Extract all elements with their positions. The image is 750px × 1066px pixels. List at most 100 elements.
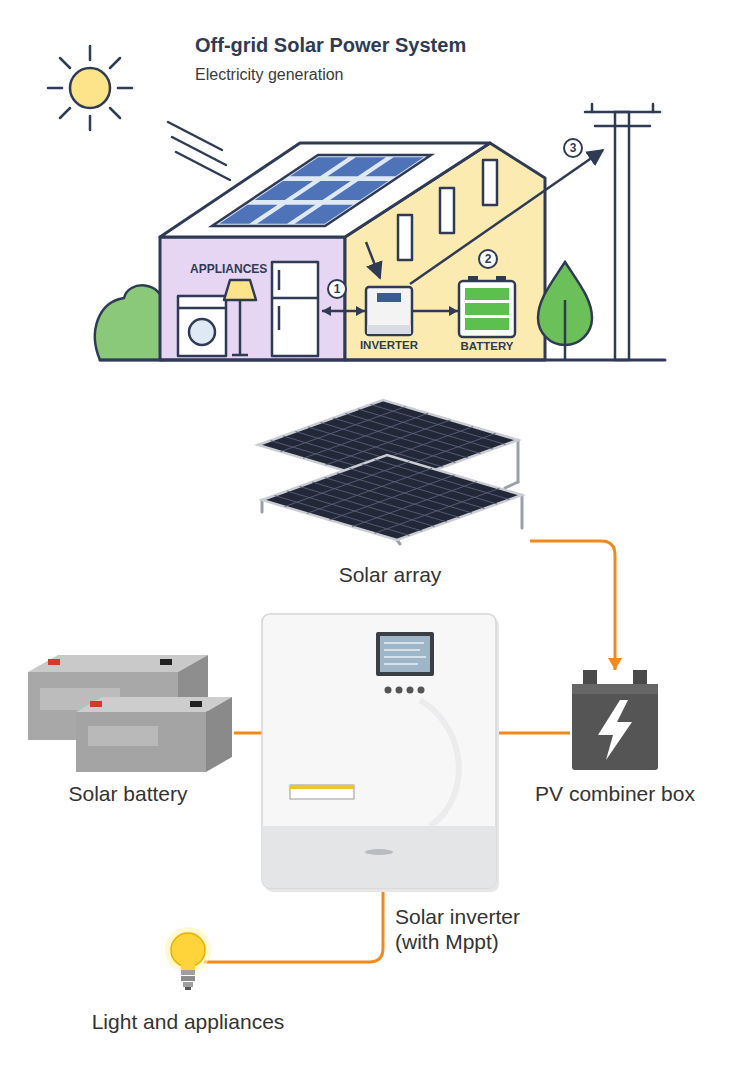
solar-battery-image-art	[22, 650, 234, 774]
arrow-head	[356, 306, 365, 316]
sun-icon-part	[89, 46, 92, 60]
sun-icon-part	[118, 87, 132, 90]
battery-icon-art	[458, 276, 516, 338]
light-bulb-icon-art-part	[181, 976, 195, 981]
flow-arrows-part	[410, 150, 603, 284]
node-label: Solar battery	[68, 782, 187, 806]
solar-array-image-art-part-part	[262, 455, 522, 540]
sun-icon-part	[168, 122, 222, 150]
appliances-room-art-part-part	[224, 280, 256, 300]
house-walls-part	[160, 143, 490, 237]
solar-array-image-art-part-part	[517, 440, 520, 482]
solar-battery-image-art-part	[48, 659, 60, 665]
node-label: Light and appliances	[92, 1010, 285, 1034]
battery-icon-art-part	[459, 281, 515, 337]
roof-solar-panel-part	[212, 155, 431, 226]
arrow-head	[449, 306, 458, 316]
arrow-head	[608, 658, 622, 670]
connector-line	[530, 541, 615, 670]
appliances-room-art-part-part	[278, 270, 281, 290]
solar-inverter-unit-art-part	[376, 632, 434, 676]
flow-arrows	[366, 150, 603, 284]
ground-line-part	[100, 359, 665, 362]
connector	[498, 733, 570, 734]
appliances-room-art-part-part	[239, 300, 242, 354]
light-bulb-icon-art-part	[171, 933, 205, 967]
utility-pole-part	[585, 111, 660, 114]
light-bulb-icon-art	[172, 930, 204, 1002]
connector	[204, 890, 383, 962]
connector	[413, 306, 458, 316]
sun-icon-part	[48, 87, 62, 90]
inverter-icon-art-part	[367, 325, 411, 334]
appliances-room-art-part-part	[232, 354, 248, 357]
solar-inverter-unit: Solar inverter (with Mppt)	[262, 614, 498, 890]
pv-combiner-box-icon-art-part	[633, 670, 647, 686]
battery-icon: BATTERY	[458, 276, 516, 338]
house-walls-part	[483, 160, 497, 205]
flow-arrows-part	[366, 242, 380, 278]
battery-icon-art-part	[465, 288, 509, 300]
solar-inverter-unit-art-part	[420, 700, 459, 826]
sun-icon-part	[110, 108, 120, 118]
light-bulb-icon-art-part	[185, 987, 191, 990]
appliances-room-art-part-part	[272, 297, 318, 300]
inverter-icon-art	[365, 286, 413, 336]
solar-inverter-unit-art-part	[418, 687, 425, 694]
pv-combiner-box-icon-art-part	[598, 700, 632, 760]
node-label: APPLIANCES	[190, 263, 267, 277]
pv-combiner-box-icon-art-part	[572, 684, 658, 770]
node-label: BATTERY	[460, 340, 513, 353]
connector-line	[498, 732, 570, 735]
callout-number: 2	[478, 249, 498, 269]
solar-battery-image-art-part	[160, 659, 172, 665]
node-label: Solar array	[339, 563, 442, 587]
arrow-head	[322, 306, 331, 316]
light-bulb-icon-art-part	[165, 927, 211, 973]
solar-battery-image-art-part	[76, 697, 232, 712]
solar-battery-image-art-part	[206, 697, 232, 772]
house-walls	[160, 143, 545, 360]
solar-inverter-unit-art-part	[407, 687, 414, 694]
house-walls-part	[160, 237, 345, 360]
connector-line	[234, 732, 262, 735]
connector-line	[204, 890, 383, 962]
sun-icon-part	[60, 58, 70, 68]
utility-pole-part	[615, 112, 629, 360]
connector	[322, 306, 365, 316]
solar-array-image-art-part-part	[262, 455, 522, 540]
appliances-room-art-part-part	[278, 306, 281, 330]
sun-icon-part	[110, 58, 120, 68]
inverter-icon-art-part	[366, 287, 412, 335]
roof-solar-panel-part	[330, 181, 388, 200]
appliances-room-art-part-part	[178, 296, 226, 356]
roof-solar-panel-part	[295, 205, 353, 224]
sun-icon-part	[89, 116, 92, 130]
utility-pole-part	[652, 104, 655, 112]
light-bulb-icon-art-part	[181, 964, 195, 970]
solar-array-image-art	[250, 395, 530, 545]
inverter-icon-art-part	[377, 293, 401, 302]
appliances-room-art-part	[178, 262, 318, 356]
solar-array-image-art-part-part	[261, 500, 264, 512]
appliances-room-art-part-part	[189, 319, 215, 345]
inverter-icon: INVERTER	[365, 286, 413, 336]
solar-battery-image-art-part	[28, 655, 208, 672]
solar-inverter-unit-art-part	[365, 849, 393, 855]
appliances-room: APPLIANCES	[176, 258, 322, 358]
pv-combiner-box-icon-art-part	[572, 684, 658, 694]
light-bulb-icon: Light and appliances	[172, 930, 204, 1002]
ground-line	[100, 360, 665, 361]
callout-number: 3	[563, 138, 583, 158]
tree-icon	[538, 262, 592, 360]
house-walls-part	[345, 143, 545, 360]
light-bulb-icon-art-part	[181, 970, 195, 975]
battery-icon-art-part	[465, 318, 509, 330]
solar-array-image: Solar array	[250, 395, 530, 545]
solar-battery-image-art-part	[88, 726, 158, 746]
node-label: PV combiner box	[535, 782, 695, 806]
house-walls-part	[440, 188, 454, 233]
solar-inverter-unit-art-part	[262, 614, 496, 888]
solar-inverter-unit-art-part	[380, 636, 430, 672]
subtitle-text: Electricity generation	[195, 66, 344, 84]
